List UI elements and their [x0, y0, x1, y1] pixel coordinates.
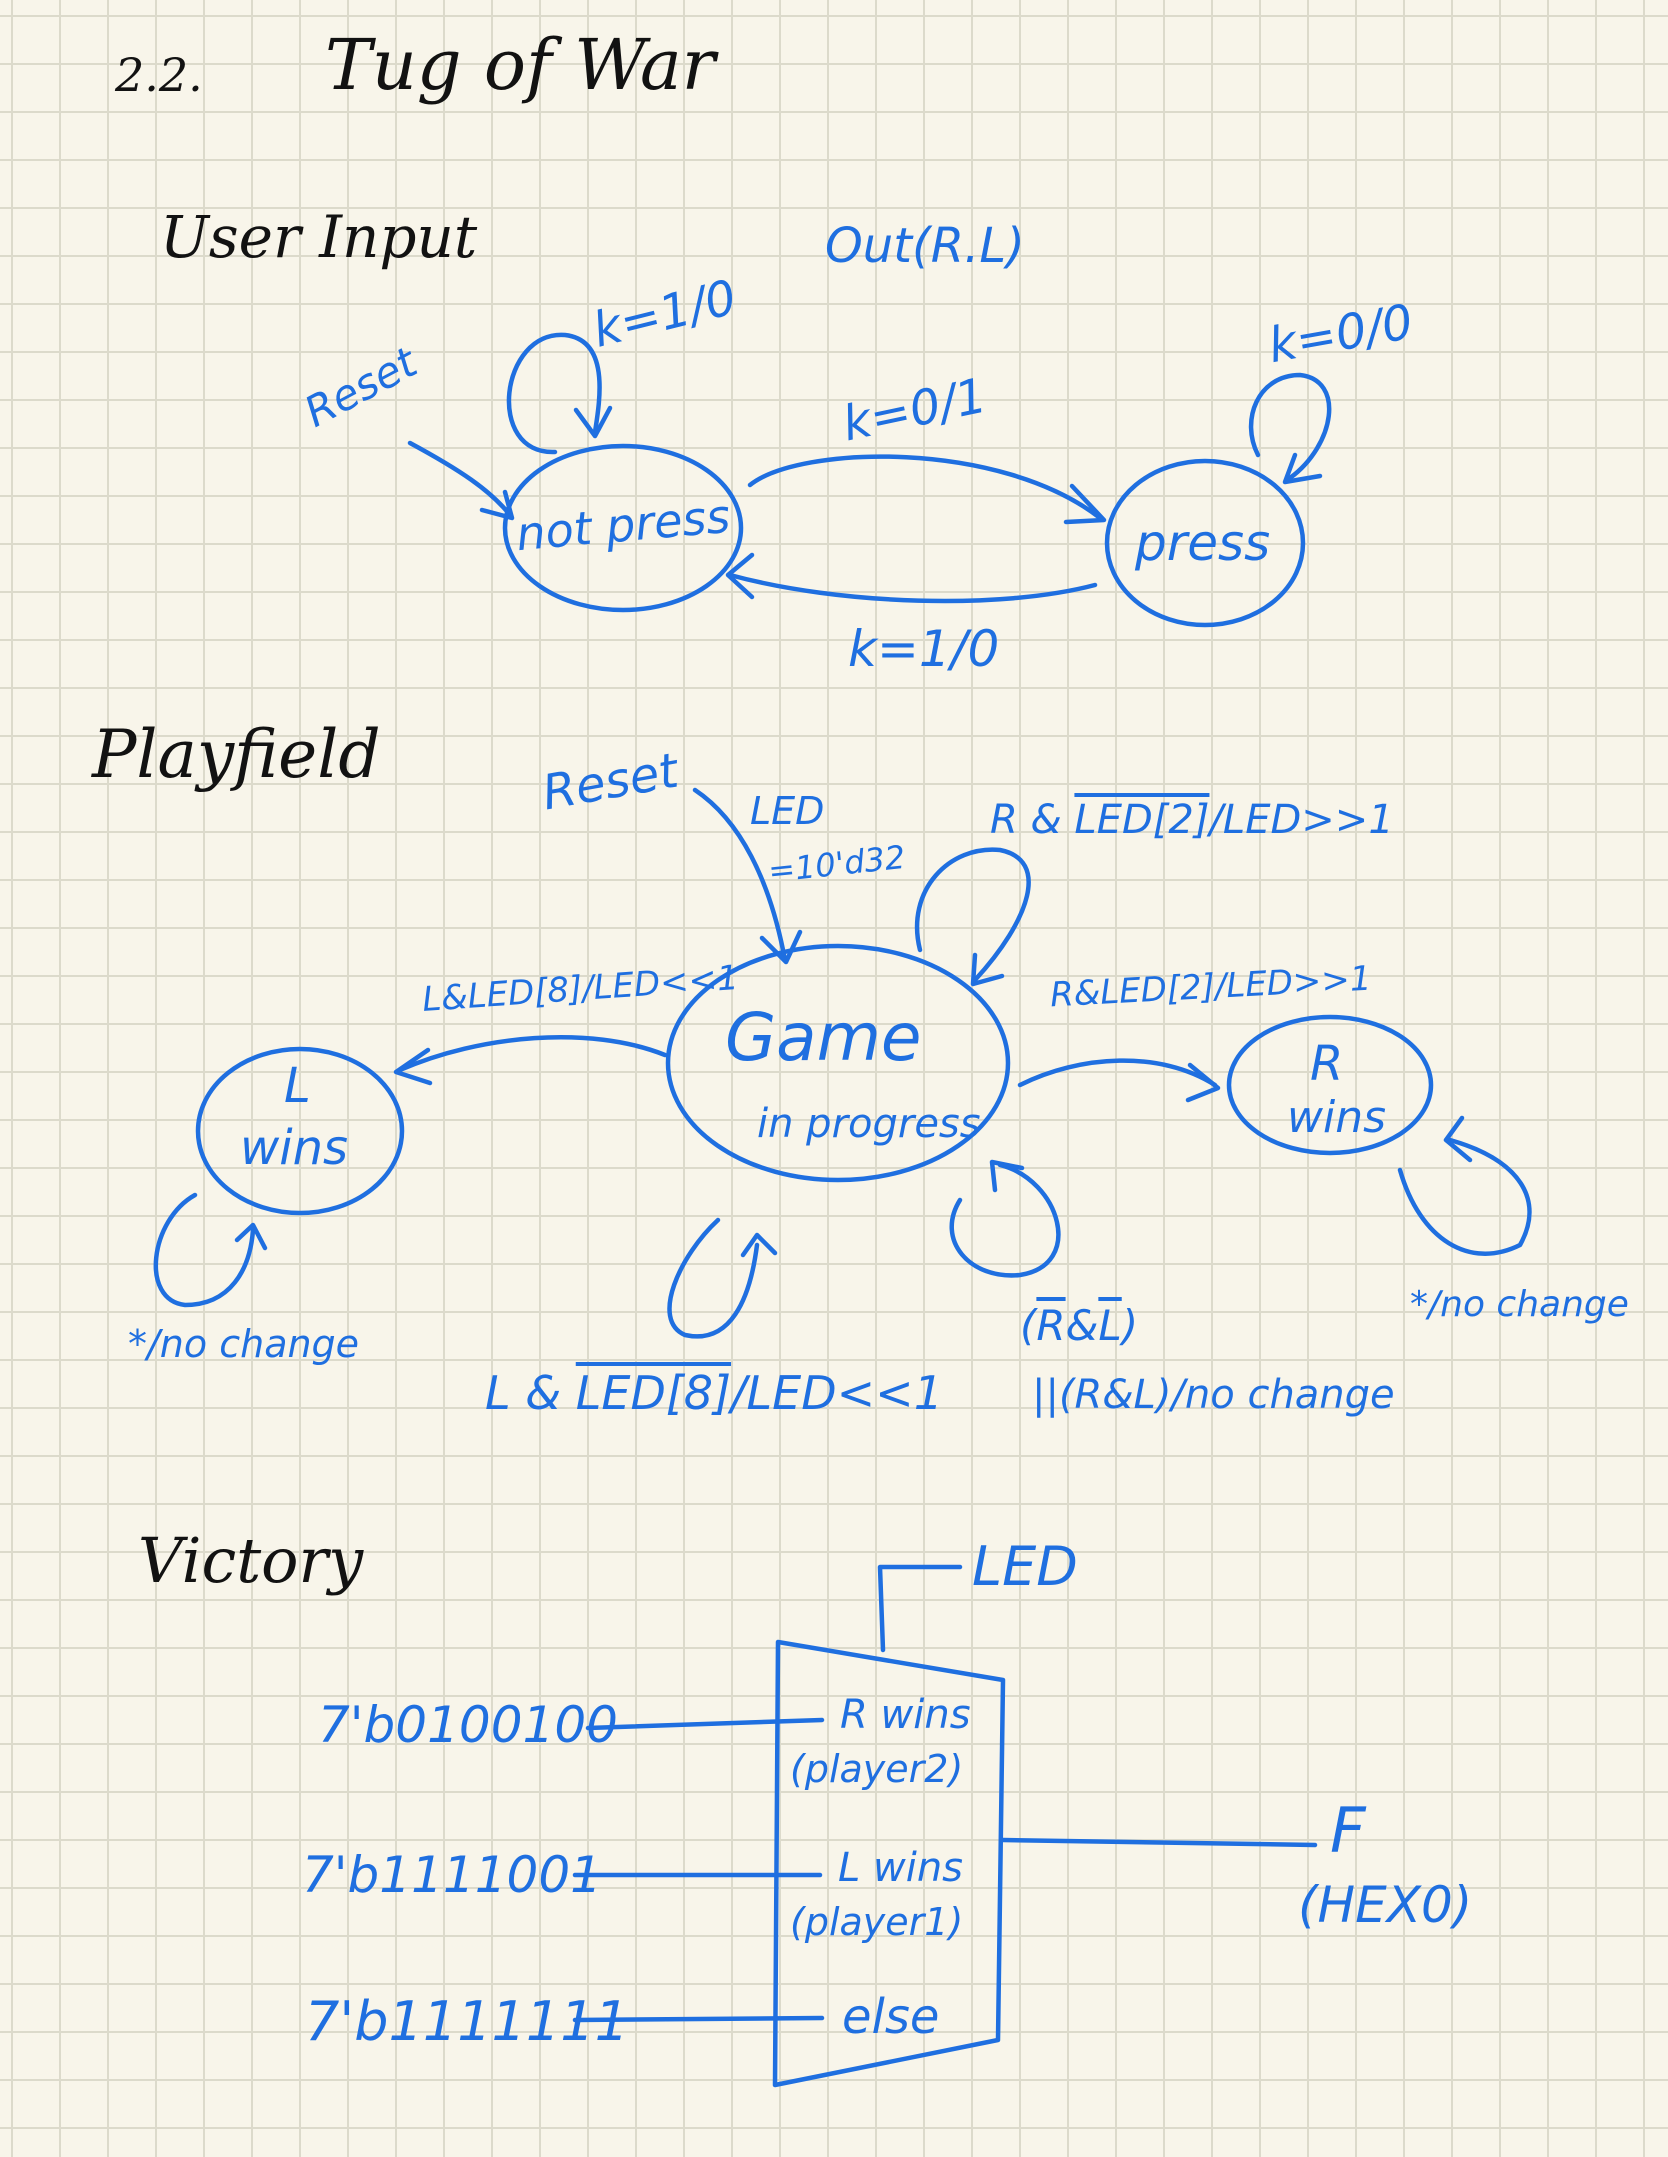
victory-heading: Victory	[138, 1524, 364, 1597]
state-l-wins-label-line2: wins	[240, 1120, 349, 1176]
victory-output-sub: (HEX0)	[1298, 1876, 1473, 1934]
mux-select-label: LED	[972, 1535, 1078, 1598]
r-wins-self-loop-head	[1443, 1115, 1473, 1163]
neither-open-paren: (	[1020, 1301, 1037, 1350]
r-self-condition: LED[2]	[1074, 797, 1210, 843]
victory-input-2: 7'b1111001	[302, 1846, 602, 1904]
r-wins-self-loop	[1397, 1137, 1532, 1256]
l-self-action: /LED<<1	[731, 1366, 943, 1420]
transition-r-wins-self: */no change	[1410, 1284, 1629, 1325]
state-r-wins-label-line1: R	[1310, 1036, 1344, 1092]
transition-neither-line2: ||(R&L)/no change	[1032, 1372, 1395, 1418]
mux-row-2-line1: L wins	[838, 1845, 964, 1891]
mux-select-line	[877, 1564, 963, 1653]
mux-body	[772, 1639, 1006, 2088]
arrow-game-to-l-wins	[397, 1034, 668, 1073]
victory-input-1: 7'b0100100	[318, 1696, 618, 1754]
state-game-circle	[665, 943, 1011, 1183]
transition-l-self: L & LED[8]/LED<<1	[485, 1370, 943, 1416]
neither-close-paren: )	[1121, 1301, 1139, 1350]
victory-output-label: F	[1330, 1794, 1366, 1867]
mux-output-line	[1000, 1837, 1318, 1848]
state-not-press-circle	[502, 443, 744, 613]
game-r-self-loop-head	[970, 952, 1005, 987]
reset-arrow-playfield	[692, 787, 788, 963]
not-press-self-loop-arrowhead	[573, 405, 613, 439]
press-self-loop	[1248, 372, 1332, 481]
mux-row-3-line1: else	[842, 1989, 940, 2045]
l-wins-self-loop	[153, 1192, 256, 1308]
game-r-self-loop	[914, 847, 1031, 983]
r-self-action: /LED>>1	[1209, 797, 1394, 843]
victory-input-3: 7'b1111111	[305, 1990, 629, 2053]
l-wins-self-loop-head	[234, 1222, 268, 1251]
mux-input-line-3	[572, 2015, 825, 2023]
game-neither-self-loop	[949, 1162, 1061, 1278]
arrow-game-to-r-wins-head	[1185, 1062, 1221, 1103]
l-self-condition: LED[8]	[575, 1366, 732, 1420]
mux-row-1-line2: (player2)	[790, 1747, 964, 1791]
page-title: Tug of War	[325, 24, 716, 106]
user-input-heading: User Input	[160, 203, 478, 271]
game-l-self-loop	[667, 1217, 760, 1339]
reset-arrow-ui	[407, 440, 513, 518]
mux-row-1-line1: R wins	[840, 1692, 971, 1738]
arrow-not-press-to-press-head	[1063, 483, 1107, 525]
state-press-label: press	[1135, 514, 1271, 572]
reset-arrow-playfield-head	[759, 929, 803, 965]
arrow-press-to-not-press	[727, 572, 1098, 604]
arrow-press-to-not-press-head	[725, 552, 755, 600]
r-self-prefix: R &	[990, 797, 1075, 843]
state-l-wins-circle	[195, 1046, 405, 1216]
state-game-label-line1: Game	[725, 999, 922, 1076]
playfield-heading: Playfield	[92, 716, 381, 793]
transition-r-self: R & LED[2]/LED>>1	[990, 800, 1394, 840]
game-l-self-loop-head	[740, 1232, 778, 1258]
mux-input-line-1	[585, 1717, 825, 1731]
output-label: Out(R.L)	[825, 218, 1025, 274]
l-self-prefix: L &	[485, 1366, 576, 1420]
press-self-loop-head	[1282, 452, 1323, 485]
state-r-wins-circle	[1226, 1014, 1434, 1156]
transition-l-wins-self: */no change	[128, 1322, 360, 1366]
state-r-wins-label-line2: wins	[1287, 1092, 1387, 1143]
transition-neither-line1: (R&L)	[1020, 1305, 1138, 1347]
mux-row-2-line2: (player1)	[790, 1900, 964, 1944]
arrow-game-to-r-wins	[1017, 1058, 1218, 1088]
transition-press-to-not-press: k=1/0	[848, 620, 1000, 678]
neither-not-r: R	[1036, 1301, 1066, 1350]
neither-not-l: L	[1098, 1301, 1122, 1350]
game-neither-self-loop-head	[989, 1159, 1025, 1193]
section-number: 2.2.	[115, 48, 203, 102]
reset-value-line1: LED	[750, 789, 825, 833]
arrow-game-to-l-wins-head	[393, 1047, 433, 1086]
not-press-self-loop	[506, 332, 602, 455]
neither-amp: &	[1065, 1301, 1099, 1350]
state-l-wins-label-line1: L	[284, 1058, 311, 1114]
arrow-not-press-to-press	[747, 454, 1103, 521]
state-press-circle	[1104, 458, 1306, 628]
state-game-label-line2: in progress	[757, 1101, 981, 1147]
reset-arrow-ui-head	[479, 489, 515, 521]
